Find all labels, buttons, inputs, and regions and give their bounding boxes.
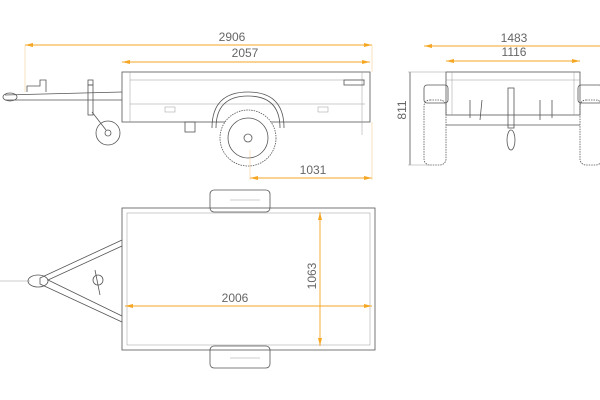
dim-label: 2006 <box>222 291 249 305</box>
jockey-wheel <box>95 120 121 146</box>
top-view: 2006 1063 <box>0 189 376 369</box>
dim-label: 1116 <box>502 45 527 59</box>
coupling <box>27 274 49 288</box>
dim-overall-length: 2906 <box>24 30 373 92</box>
dim-label: 1031 <box>300 163 327 177</box>
dim-overall-width: 1483 <box>424 31 600 48</box>
dim-label: 1483 <box>501 31 528 45</box>
dim-box-length: 2057 <box>122 46 370 64</box>
top-wheel-lower <box>209 345 271 369</box>
safety-cable <box>2 92 18 102</box>
dim-label: 811 <box>395 100 409 119</box>
front-body <box>445 71 581 116</box>
top-wheel-upper <box>209 189 271 213</box>
coupling <box>26 79 47 92</box>
dim-label: 1063 <box>305 262 319 289</box>
dim-axle-to-rear: 1031 <box>249 122 373 180</box>
drawbar <box>4 91 123 101</box>
dim-label: 2906 <box>219 30 246 44</box>
drawbar-a-frame <box>39 239 123 323</box>
front-view: 1483 1116 811 <box>395 31 600 166</box>
side-view: 2906 2057 1031 <box>2 30 373 180</box>
dim-inner-width: 1063 <box>305 212 322 346</box>
dim-inner-length: 2006 <box>125 291 372 308</box>
dim-box-width: 1116 <box>446 45 580 63</box>
right-wheel <box>579 99 600 166</box>
dim-label: 2057 <box>232 46 259 60</box>
top-body <box>121 207 376 351</box>
jockey-post <box>507 87 515 129</box>
dim-height: 811 <box>395 71 446 166</box>
fender <box>211 91 285 129</box>
left-wheel <box>423 99 447 166</box>
